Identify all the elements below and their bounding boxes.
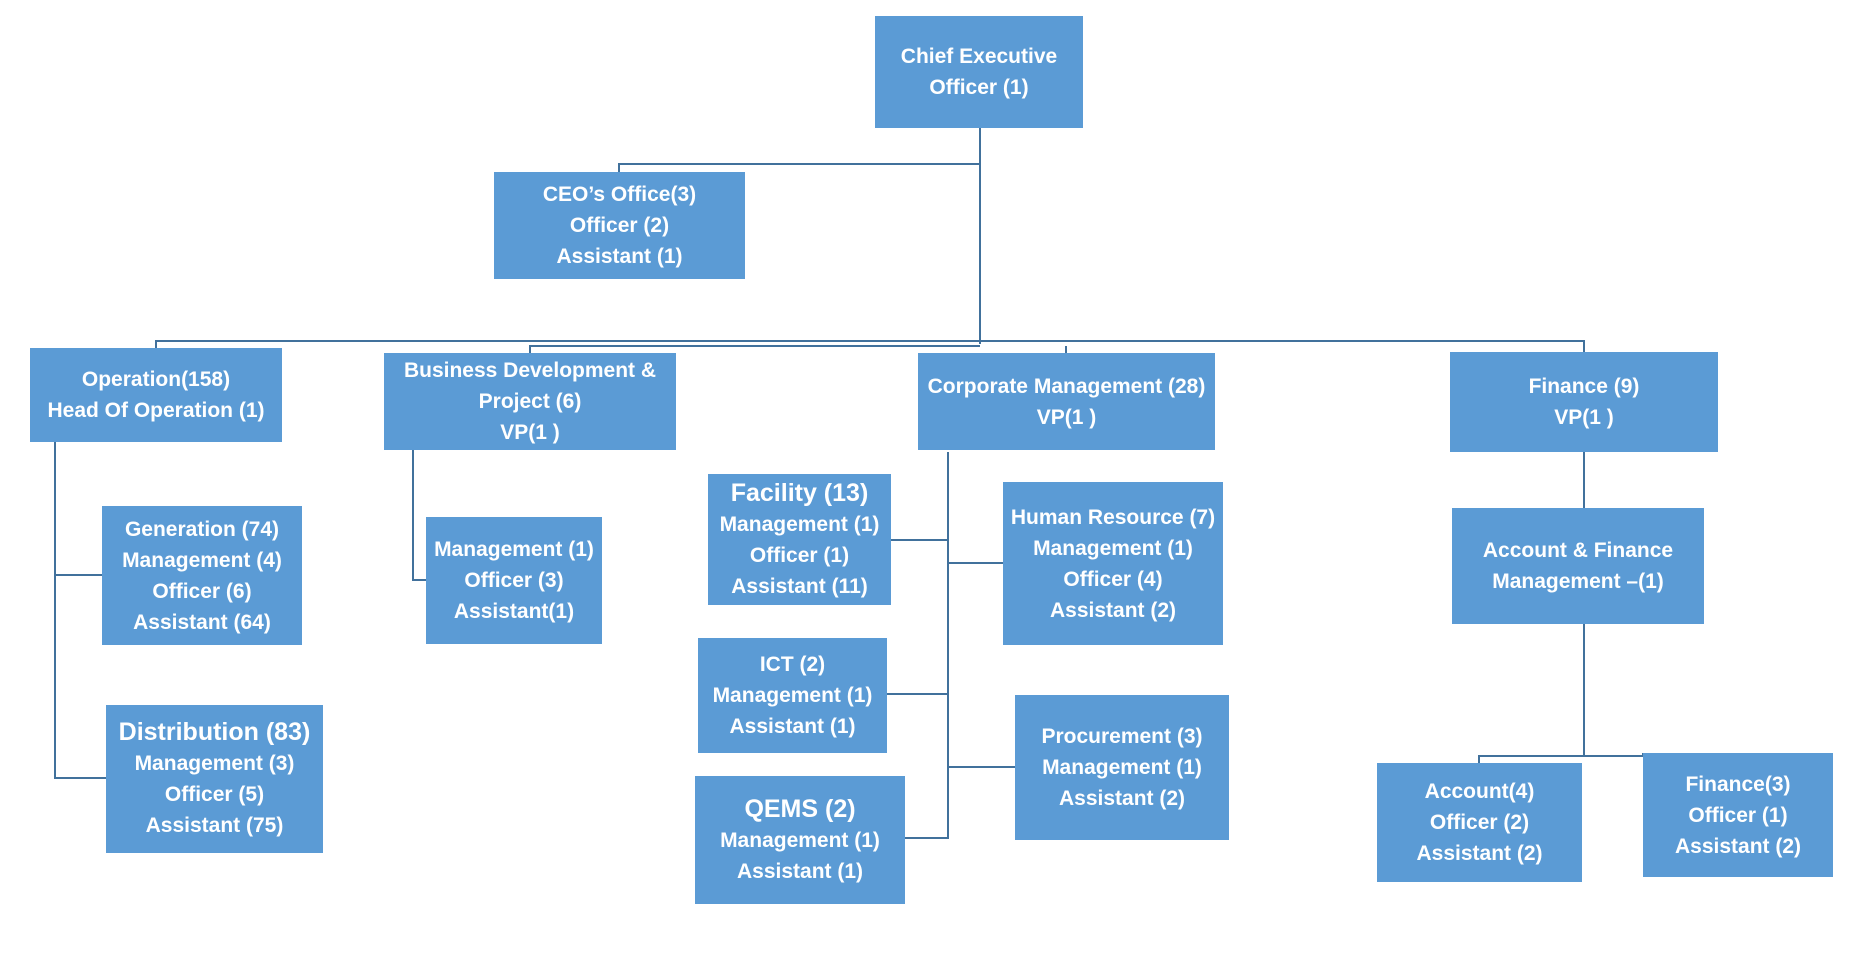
account-finance-management: Management –(1) bbox=[1492, 570, 1664, 593]
facility-officer: Officer (1) bbox=[749, 543, 850, 567]
procurement-management: Management (1) bbox=[1042, 756, 1202, 779]
finance-team-box: Finance(3) Officer (1) Assistant (2) bbox=[1643, 753, 1833, 877]
business-development-vp: VP(1 ) bbox=[500, 421, 560, 444]
business-development-title: Business Development & bbox=[403, 359, 657, 382]
distribution-management: Management (3) bbox=[134, 752, 295, 775]
human-resource-box: Human Resource (7) Management (1) Office… bbox=[1003, 482, 1223, 645]
account-box: Account(4) Officer (2) Assistant (2) bbox=[1377, 763, 1582, 882]
procurement-box: Procurement (3) Management (1) Assistant… bbox=[1015, 695, 1229, 840]
qems-title: QEMS (2) bbox=[744, 794, 856, 823]
ceo-title: Chief Executive bbox=[900, 45, 1058, 68]
ceo-office-assistant: Assistant (1) bbox=[556, 245, 683, 268]
bd-team-box: Management (1) Officer (3) Assistant(1) bbox=[426, 517, 602, 644]
facility-box: Facility (13) Management (1) Officer (1)… bbox=[708, 474, 891, 605]
operation-box: Operation(158) Head Of Operation (1) bbox=[30, 348, 282, 442]
business-development-box: Business Development & Project (6) VP(1 … bbox=[384, 353, 676, 450]
corporate-management-vp: VP(1 ) bbox=[1036, 405, 1097, 429]
generation-assistant: Assistant (64) bbox=[133, 610, 271, 634]
ict-management: Management (1) bbox=[712, 684, 873, 707]
human-resource-officer: Officer (4) bbox=[1063, 567, 1163, 591]
finance-vp: VP(1 ) bbox=[1554, 406, 1614, 429]
ict-assistant: Assistant (1) bbox=[729, 715, 856, 738]
qems-box: QEMS (2) Management (1) Assistant (1) bbox=[695, 776, 905, 904]
connector-ceo-office bbox=[618, 163, 980, 172]
connector-corporate-children bbox=[887, 452, 1015, 839]
distribution-box: Distribution (83) Management (3) Officer… bbox=[106, 705, 323, 853]
ict-title: ICT (2) bbox=[759, 653, 826, 676]
corporate-management-box: Corporate Management (28) VP(1 ) bbox=[918, 353, 1215, 450]
account-finance-box: Account & Finance Management –(1) bbox=[1452, 508, 1704, 624]
generation-officer: Officer (6) bbox=[152, 579, 252, 603]
ict-box: ICT (2) Management (1) Assistant (1) bbox=[698, 638, 887, 753]
procurement-assistant: Assistant (2) bbox=[1058, 787, 1186, 810]
qems-management: Management (1) bbox=[720, 828, 880, 852]
account-assistant: Assistant (2) bbox=[1416, 842, 1543, 865]
distribution-assistant: Assistant (75) bbox=[145, 814, 284, 837]
connector-operation-children bbox=[54, 442, 106, 779]
finance-team-officer: Officer (1) bbox=[1688, 803, 1788, 827]
finance-team-title: Finance(3) bbox=[1685, 772, 1791, 796]
facility-management: Management (1) bbox=[719, 512, 880, 536]
business-development-project: Project (6) bbox=[478, 390, 582, 413]
human-resource-title: Human Resource (7) bbox=[1010, 505, 1216, 529]
connector-division-bus bbox=[155, 340, 1585, 352]
ceo-box: Chief Executive Officer (1) bbox=[875, 16, 1083, 128]
human-resource-management: Management (1) bbox=[1033, 536, 1193, 560]
distribution-officer: Officer (5) bbox=[164, 783, 265, 806]
account-officer: Officer (2) bbox=[1429, 811, 1530, 834]
generation-box: Generation (74) Management (4) Officer (… bbox=[102, 506, 302, 645]
bd-team-officer: Officer (3) bbox=[464, 569, 564, 592]
corporate-management-title: Corporate Management (28) bbox=[927, 374, 1206, 398]
ceo-count: Officer (1) bbox=[929, 76, 1029, 99]
account-title: Account(4) bbox=[1424, 780, 1535, 803]
ceo-office-box: CEO’s Office(3) Officer (2) Assistant (1… bbox=[494, 172, 745, 279]
operation-head: Head Of Operation (1) bbox=[47, 399, 265, 422]
facility-assistant: Assistant (11) bbox=[731, 574, 868, 598]
finance-box: Finance (9) VP(1 ) bbox=[1450, 352, 1718, 452]
operation-title: Operation(158) bbox=[81, 368, 231, 391]
finance-team-assistant: Assistant (2) bbox=[1674, 834, 1802, 858]
connector-bd-child bbox=[412, 450, 426, 581]
finance-title: Finance (9) bbox=[1528, 375, 1640, 398]
distribution-title: Distribution (83) bbox=[118, 718, 311, 746]
facility-title: Facility (13) bbox=[730, 478, 869, 507]
generation-management: Management (4) bbox=[122, 548, 282, 572]
ceo-office-title: CEO’s Office(3) bbox=[542, 183, 697, 206]
connector-business-dev bbox=[529, 345, 980, 353]
procurement-title: Procurement (3) bbox=[1041, 725, 1203, 748]
ceo-office-officer: Officer (2) bbox=[569, 214, 670, 237]
account-finance-title: Account & Finance bbox=[1482, 539, 1674, 562]
bd-team-management: Management (1) bbox=[434, 538, 594, 561]
qems-assistant: Assistant (1) bbox=[736, 859, 864, 883]
generation-title: Generation (74) bbox=[124, 517, 280, 541]
bd-team-assistant: Assistant(1) bbox=[453, 600, 575, 623]
human-resource-assistant: Assistant (2) bbox=[1049, 598, 1177, 622]
